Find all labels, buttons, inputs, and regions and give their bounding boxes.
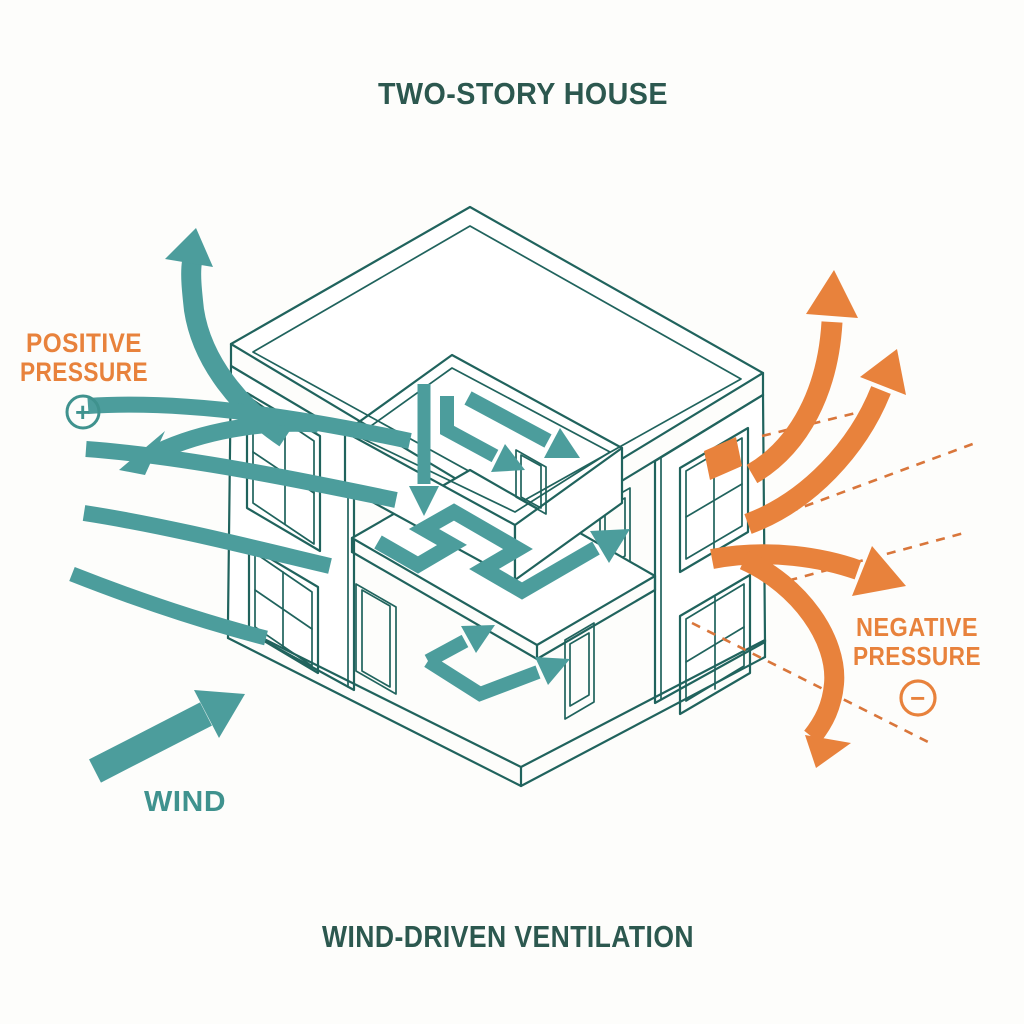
dashed-sightline-4 xyxy=(691,621,935,747)
exhaust-straight-head xyxy=(852,546,906,596)
plus-glyph: + xyxy=(75,397,91,427)
exhaust-curve-1-shaft xyxy=(746,321,843,484)
ground-floor-split-shaft-2 xyxy=(424,655,541,702)
plus-symbol-icon: + xyxy=(65,394,101,430)
wind-arrow xyxy=(89,690,245,783)
upper-floor-down-head xyxy=(409,486,439,516)
room-right-face xyxy=(513,446,624,582)
window-mullions xyxy=(254,571,313,648)
wind-label: WIND xyxy=(144,786,226,818)
footer-title: WIND-DRIVEN VENTILATION xyxy=(322,919,694,954)
lower-right-window xyxy=(678,573,752,716)
room-back-rim-edges xyxy=(343,353,624,450)
plus-circle xyxy=(65,394,101,430)
door-frame-outer xyxy=(564,622,595,720)
window-frame-outer xyxy=(678,573,752,716)
diagram-labels: TWO-STORY HOUSE POSITIVE PRESSURE + NEGA… xyxy=(20,76,981,954)
negative-pressure-label-line2: PRESSURE xyxy=(853,641,981,671)
orange-suction-graphics xyxy=(691,270,979,768)
mid-floor-meander-head xyxy=(590,529,630,563)
mid-slab-thickness xyxy=(350,536,657,661)
minus-glyph: − xyxy=(910,683,926,713)
interior-door-ground-left xyxy=(355,583,397,695)
window-frame-outer xyxy=(678,426,750,574)
exhaust-downcurl-head xyxy=(805,735,851,768)
door-frame-outer xyxy=(515,449,547,515)
exhaust-curve-2-head xyxy=(860,349,906,395)
lower-left-window xyxy=(247,544,320,675)
wind-arrow-shaft xyxy=(89,702,212,783)
exhaust-curve-2-shaft xyxy=(744,386,891,534)
exhaust-straight-shaft xyxy=(710,544,862,580)
door-frame-inner xyxy=(361,589,391,688)
page-title: TWO-STORY HOUSE xyxy=(378,76,668,111)
window-mullions xyxy=(685,596,745,690)
ground-floor-split-head-2 xyxy=(535,657,570,685)
positive-pressure-label-line1: POSITIVE xyxy=(26,328,142,358)
exhaust-downcurl-shaft xyxy=(739,550,845,744)
positive-pressure-label-line2: PRESSURE xyxy=(20,357,148,387)
exhaust-band-through-window xyxy=(704,437,742,480)
upper-floor-crossflow-head xyxy=(544,428,580,458)
ground-floor-split-head-1 xyxy=(461,625,495,653)
minus-circle xyxy=(899,679,937,717)
inflow-band-4 xyxy=(69,567,268,646)
wind-arrowhead xyxy=(194,690,245,738)
minus-symbol-icon: − xyxy=(899,679,937,717)
updraft-curve-arrowhead xyxy=(165,228,213,267)
inflow-band-1 xyxy=(87,396,412,449)
upper-floor-crossflow-shaft xyxy=(464,391,552,448)
exhaust-curve-1-head xyxy=(806,270,858,318)
house-isometric-drawing xyxy=(226,205,767,788)
interior-door-ground-right xyxy=(564,622,595,720)
door-frame-outer xyxy=(355,583,397,695)
door-frame-inner xyxy=(569,632,590,707)
interior-doorway-upper-room xyxy=(515,449,547,515)
mid-floor-meander-shaft xyxy=(374,503,600,600)
inflow-band-2 xyxy=(85,441,398,508)
window-frame-inner xyxy=(254,552,313,667)
inflow-band-3 xyxy=(82,505,332,574)
base-bottom-edges xyxy=(226,636,767,788)
negative-pressure-label-line1: NEGATIVE xyxy=(856,612,978,642)
window-frame-inner xyxy=(685,583,745,702)
window-frame-outer xyxy=(247,544,320,675)
door-frame-inner xyxy=(520,454,542,509)
teal-airflow-arrows xyxy=(69,228,630,783)
upper-floor-bend-shaft xyxy=(440,396,499,463)
upper-floor-bend-head xyxy=(491,444,525,472)
